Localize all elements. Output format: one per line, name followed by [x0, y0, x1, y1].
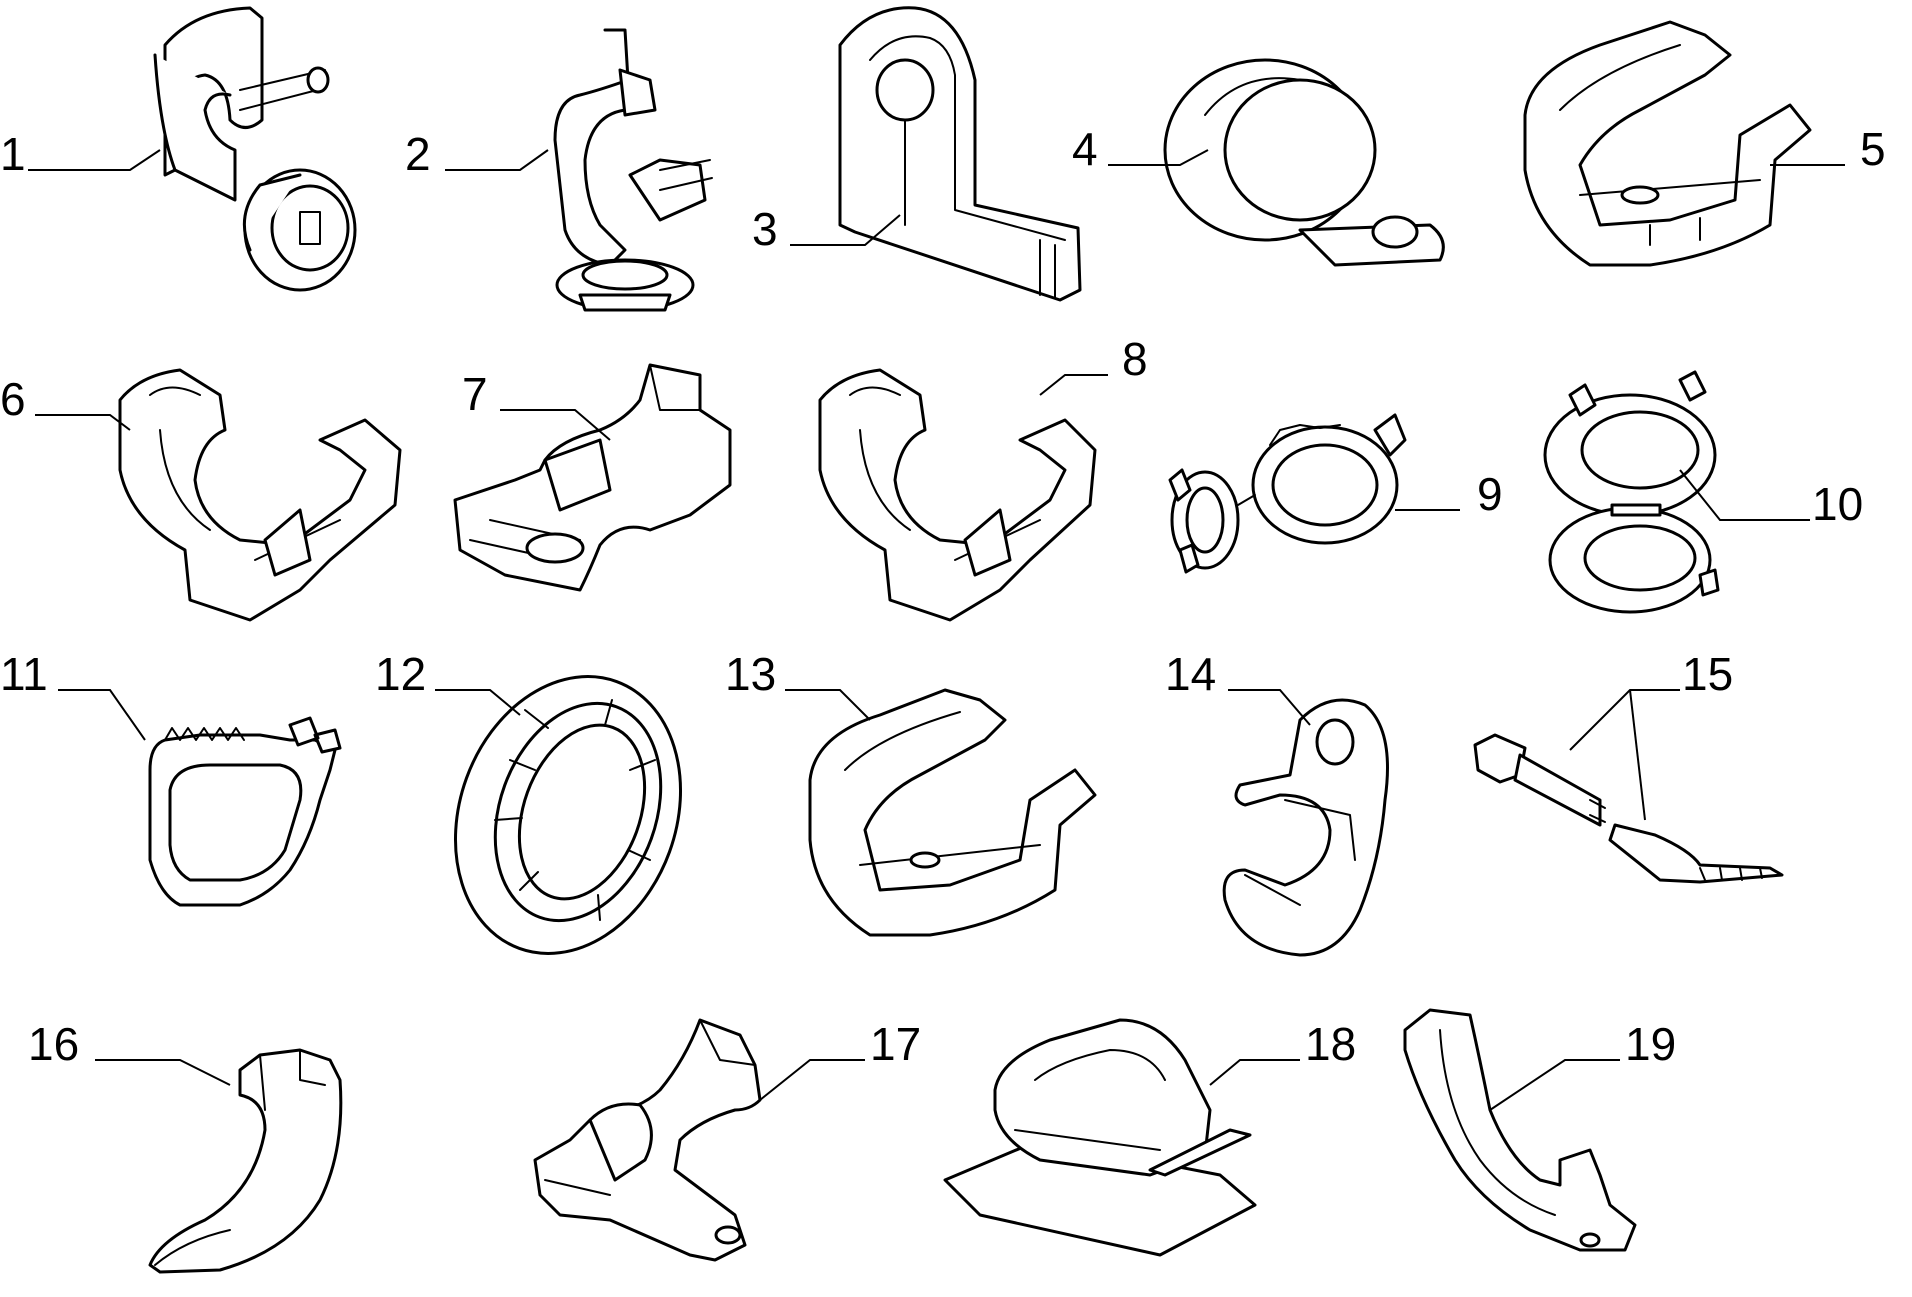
callout-14: 14 [1165, 648, 1216, 700]
part-5 [1523, 20, 1812, 267]
part-2 [553, 28, 713, 312]
callout-19: 19 [1625, 1018, 1676, 1070]
part-11 [148, 716, 342, 907]
callout-12: 12 [375, 648, 426, 700]
callout-1: 1 [0, 128, 26, 180]
callout-8: 8 [1122, 333, 1148, 385]
callout-18: 18 [1305, 1018, 1356, 1070]
callout-6: 6 [0, 373, 26, 425]
callout-16: 16 [28, 1018, 79, 1070]
callout-11: 11 [0, 648, 48, 700]
callout-9: 9 [1477, 468, 1503, 520]
callout-17: 17 [870, 1018, 921, 1070]
callout-10: 10 [1812, 478, 1863, 530]
part-6 [118, 368, 402, 622]
part-16 [148, 1048, 343, 1274]
callout-3: 3 [752, 203, 778, 255]
part-19 [1403, 1008, 1637, 1252]
part-12 [453, 675, 683, 955]
part-7 [453, 363, 732, 592]
callout-7: 7 [462, 368, 488, 420]
part-15 [1473, 733, 1784, 884]
part-17 [533, 1018, 762, 1262]
callout-4: 4 [1072, 123, 1098, 175]
callout-13: 13 [725, 648, 776, 700]
part-9 [1168, 413, 1407, 574]
callout-15: 15 [1682, 648, 1733, 700]
part-3 [838, 6, 1082, 302]
callout-2: 2 [405, 128, 431, 180]
part-1 [153, 6, 357, 292]
part-10 [1543, 370, 1720, 614]
callout-5: 5 [1860, 123, 1886, 175]
part-8 [818, 368, 1097, 622]
part-13 [808, 688, 1097, 937]
part-18 [943, 1018, 1257, 1257]
part-14 [1222, 698, 1389, 957]
part-4 [1163, 58, 1445, 267]
